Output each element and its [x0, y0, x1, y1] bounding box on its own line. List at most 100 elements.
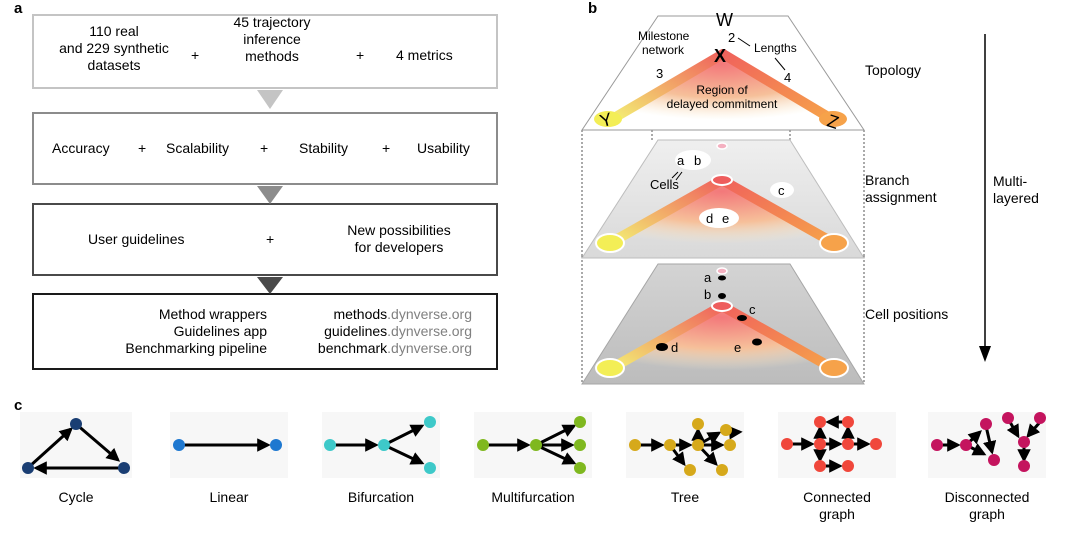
outcomes-box: User guidelines + New possibilities for …	[32, 203, 498, 276]
benchmarking-pipeline-label: Benchmarking pipeline	[125, 340, 267, 356]
cell-positions-label: Cell positions	[865, 306, 949, 322]
cell-d-dot	[656, 343, 668, 351]
flow-arrow-3	[257, 277, 283, 294]
cell-e-dot	[752, 338, 762, 346]
methods-line-3: methods	[245, 48, 299, 64]
developers-text: New possibilities for developers	[324, 222, 474, 256]
flow-arrow-1	[257, 90, 283, 109]
resources-box: Method wrappers Guidelines app Benchmark…	[32, 293, 498, 370]
guidelines-app-label: Guidelines app	[173, 323, 267, 339]
resources-urls: methods.dynverse.org guidelines.dynverse…	[274, 306, 472, 357]
region-label-2: delayed commitment	[667, 97, 778, 111]
linear-caption: Linear	[209, 489, 249, 505]
mid-cell-e: e	[722, 211, 729, 226]
guidelines-url-host[interactable]: guidelines	[324, 323, 388, 339]
connected-graph	[778, 412, 896, 478]
accuracy-text: Accuracy	[52, 140, 110, 156]
evaluation-criteria-box: Accuracy + Scalability + Stability + Usa…	[32, 112, 498, 185]
methods-line-2: inference	[243, 31, 301, 47]
benchmark-url-host[interactable]: benchmark	[317, 340, 388, 356]
length-2-label: 2	[728, 30, 735, 45]
cycle-graph	[20, 412, 132, 478]
linear-graph	[170, 412, 288, 478]
plus-sign: +	[260, 140, 269, 156]
milestone-y-label: Y	[598, 109, 615, 131]
milestone-w-label: W	[716, 10, 733, 30]
region-label-1: Region of	[696, 83, 748, 97]
pos-cell-b: b	[704, 287, 711, 302]
branch-label-2: assignment	[865, 189, 937, 205]
milestone-network-label-2: network	[642, 43, 685, 57]
plus-sign: +	[138, 140, 147, 156]
user-guidelines-text: User guidelines	[88, 231, 185, 247]
tree-caption: Tree	[670, 489, 700, 505]
bifurcation-graph	[322, 412, 440, 478]
disconnected-graph-caption: Disconnected graph	[928, 489, 1046, 523]
length-3-label: 3	[656, 66, 663, 81]
tree-graph	[626, 412, 744, 478]
branch-assignment-layer: a b c d e Cells	[581, 139, 865, 259]
resources-labels: Method wrappers Guidelines app Benchmark…	[42, 306, 267, 357]
scalability-text: Scalability	[166, 140, 230, 156]
flow-arrow-2	[257, 186, 283, 204]
mid-cell-d: d	[706, 211, 713, 226]
cell-positions-layer: a b c d e	[581, 263, 865, 385]
bifurcation-caption: Bifurcation	[347, 489, 415, 505]
disconnected-caption-1: Disconnected	[944, 489, 1030, 505]
metrics-text: 4 metrics	[396, 47, 453, 63]
plus-sign: +	[356, 47, 365, 63]
panel-a-letter: a	[14, 0, 23, 17]
pos-cell-d: d	[671, 340, 678, 355]
cell-c-dot	[737, 315, 747, 321]
milestone-network-label-1: Milestone	[638, 29, 690, 43]
mid-cell-c: c	[778, 183, 785, 198]
disconnected-graph	[928, 412, 1046, 478]
multi-label-2: layered	[993, 190, 1039, 206]
left-branch	[609, 49, 728, 123]
datasets-line-2: and 229 synthetic	[59, 40, 169, 56]
plus-sign: +	[382, 140, 391, 156]
methods-url-domain[interactable]: .dynverse.org	[387, 306, 472, 322]
cells-label: Cells	[650, 177, 679, 192]
plus-sign: +	[191, 47, 200, 63]
datasets-line-3: datasets	[87, 57, 141, 73]
guidelines-url-domain[interactable]: .dynverse.org	[387, 323, 472, 339]
cycle-caption: Cycle	[58, 489, 94, 505]
trajectory-types	[20, 412, 1046, 478]
datasets-text: 110 real and 229 synthetic datasets	[38, 23, 190, 74]
cell-b-dot	[718, 293, 726, 299]
datasets-line-1: 110 real	[89, 23, 139, 39]
disconnected-caption-2: graph	[969, 506, 1005, 522]
plus-sign: +	[266, 231, 275, 247]
connected-graph-caption: Connected graph	[778, 489, 896, 523]
multi-label-1: Multi-	[993, 173, 1028, 189]
milestone-z	[819, 111, 847, 127]
milestone-y	[594, 111, 622, 127]
pos-cell-e: e	[734, 340, 741, 355]
cell-a-dot	[718, 275, 726, 281]
developers-line-1: New possibilities	[347, 222, 451, 238]
multi-layered-label: Multi- layered	[993, 173, 1039, 207]
connected-caption-2: graph	[819, 506, 855, 522]
topology-layer: W X Y Z Milestone network 2 Lengths 4 3 …	[581, 10, 865, 133]
multi-layered-arrow	[979, 34, 991, 362]
multifurcation-caption: Multifurcation	[491, 489, 575, 505]
pos-cell-a: a	[704, 270, 712, 285]
milestone-x-label: X	[714, 46, 726, 66]
methods-url-host[interactable]: methods	[333, 306, 388, 322]
topology-label: Topology	[865, 62, 922, 78]
layers-diagram: W X Y Z Milestone network 2 Lengths 4 3 …	[581, 10, 865, 385]
multifurcation-graph	[474, 412, 592, 478]
mid-cell-b: b	[694, 153, 701, 168]
right-branch	[718, 49, 835, 123]
mid-cell-a: a	[677, 153, 685, 168]
datasets-methods-metrics-box: 110 real and 229 synthetic datasets + 45…	[32, 14, 498, 89]
methods-text: 45 trajectory inference methods	[212, 14, 332, 65]
branch-label-1: Branch	[865, 172, 910, 188]
stability-text: Stability	[299, 140, 349, 156]
benchmark-url-domain[interactable]: .dynverse.org	[387, 340, 472, 356]
connected-caption-1: Connected	[803, 489, 871, 505]
methods-line-1: 45 trajectory	[233, 14, 311, 30]
branch-assignment-label: Branch assignment	[865, 172, 937, 206]
panel-c-letter: c	[14, 397, 23, 414]
